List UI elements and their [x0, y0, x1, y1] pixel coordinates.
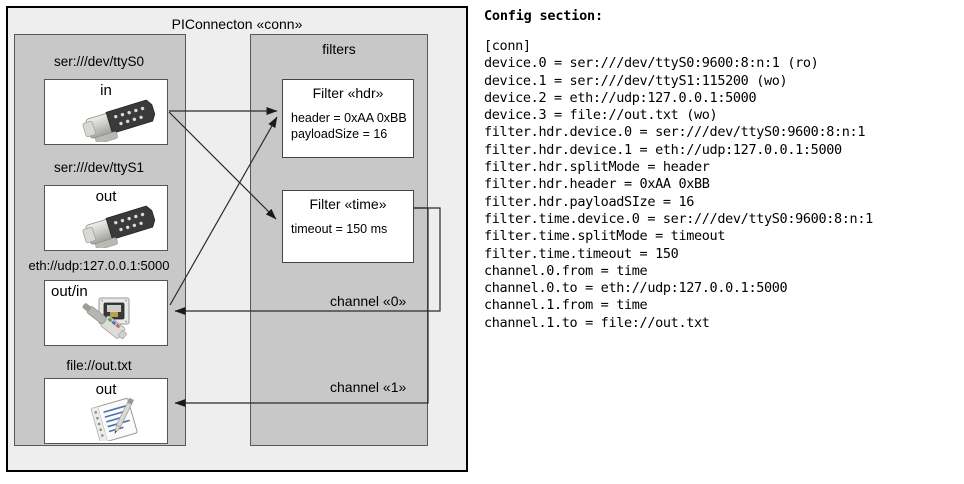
- config-line: device.3 = file://out.txt (wo): [484, 107, 718, 124]
- config-line: filter.hdr.payloadSIze = 16: [484, 193, 694, 210]
- config-line: channel.1.from = time: [484, 297, 648, 314]
- text-file-icon: [87, 397, 153, 444]
- filter-hdr-prop-payload: payloadSize = 16: [291, 127, 388, 141]
- filter-time-title: Filter «time»: [309, 196, 387, 212]
- channel-0-label: channel «0»: [330, 293, 407, 309]
- device-box-ttyS0[interactable]: in: [44, 79, 168, 145]
- config-line: filter.time.timeout = 150: [484, 245, 679, 262]
- filter-box-time[interactable]: Filter «time» timeout = 150 ms: [282, 190, 414, 263]
- config-line: channel.0.to = eth://udp:127.0.0.1:5000: [484, 280, 788, 297]
- config-line: channel.1.to = file://out.txt: [484, 314, 710, 331]
- config-lines-list: [conn]device.0 = ser:///dev/ttyS0:9600:8…: [484, 38, 958, 332]
- config-line: device.2 = eth://udp:127.0.0.1:5000: [484, 89, 757, 106]
- filter-time-prop-timeout: timeout = 150 ms: [291, 222, 388, 236]
- filter-hdr-props: header = 0xAA 0xBB payloadSize = 16: [291, 110, 407, 142]
- config-line: [conn]: [484, 38, 531, 54]
- config-line: filter.hdr.device.1 = eth://udp:127.0.0.…: [484, 141, 842, 158]
- device-box-ttyS1[interactable]: out: [44, 185, 168, 251]
- device-box-eth[interactable]: out/in: [44, 280, 168, 346]
- config-pane: Config section: [conn]device.0 = ser:///…: [484, 8, 958, 332]
- device-label-file: file://out.txt: [66, 358, 132, 373]
- device-box-file[interactable]: out: [44, 378, 168, 444]
- device-label-eth: eth://udp:127.0.0.1:5000: [28, 258, 170, 273]
- config-line: filter.hdr.header = 0xAA 0xBB: [484, 176, 710, 193]
- diagram-title: PIConnecton «conn»: [171, 16, 303, 32]
- device-mode-out-file: out: [95, 381, 117, 398]
- device-label-ttyS0: ser:///dev/ttyS0: [53, 54, 145, 69]
- device-mode-out: out: [95, 188, 117, 205]
- config-line: device.0 = ser:///dev/ttyS0:9600:8:n:1 (…: [484, 55, 819, 72]
- config-line: filter.hdr.device.0 = ser:///dev/ttyS0:9…: [484, 124, 866, 141]
- device-mode-in: in: [100, 82, 112, 99]
- config-line: filter.hdr.splitMode = header: [484, 159, 710, 176]
- config-line: filter.time.splitMode = timeout: [484, 228, 726, 245]
- config-line: channel.0.from = time: [484, 262, 648, 279]
- filters-group-title: filters: [322, 41, 356, 57]
- filter-hdr-prop-header: header = 0xAA 0xBB: [291, 111, 407, 125]
- device-label-ttyS1: ser:///dev/ttyS1: [53, 160, 145, 175]
- ethernet-rj45-icon: [77, 297, 163, 343]
- filter-time-props: timeout = 150 ms: [291, 221, 387, 237]
- channel-1-label: channel «1»: [330, 379, 407, 395]
- config-line: filter.time.device.0 = ser:///dev/ttyS0:…: [484, 210, 873, 227]
- config-heading: Config section:: [484, 8, 603, 24]
- serial-db9-icon: [81, 98, 163, 145]
- filter-box-hdr[interactable]: Filter «hdr» header = 0xAA 0xBB payloadS…: [282, 79, 414, 158]
- filter-hdr-title: Filter «hdr»: [312, 85, 384, 101]
- serial-db9-icon: [81, 204, 163, 251]
- config-line: device.1 = ser:///dev/ttyS1:115200 (wo): [484, 72, 788, 89]
